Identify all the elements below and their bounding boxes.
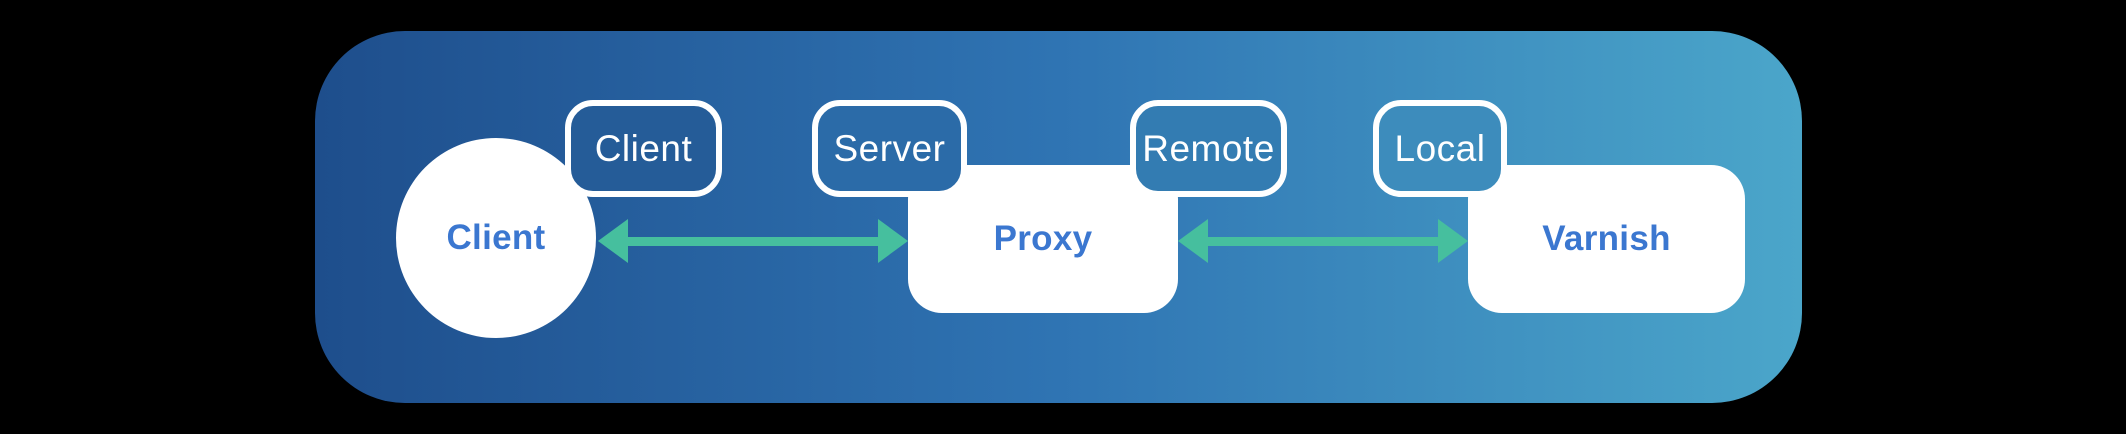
arrowhead-right-icon	[1438, 219, 1468, 263]
arrowhead-left-icon	[1178, 219, 1208, 263]
arrow-proxy-varnish	[1178, 219, 1468, 263]
badge-remote-endpoint: Remote	[1130, 100, 1287, 197]
node-client-circle: Client	[396, 138, 596, 338]
node-varnish-box: Varnish	[1468, 165, 1745, 313]
badge-local-endpoint: Local	[1373, 100, 1507, 197]
node-varnish-label: Varnish	[1542, 219, 1671, 258]
node-proxy-label: Proxy	[993, 219, 1093, 258]
badge-server-label: Server	[833, 127, 946, 169]
diagram-panel: Client Proxy Varnish Client Server Remot…	[315, 31, 1802, 403]
arrowhead-left-icon	[598, 219, 628, 263]
arrow-client-proxy	[598, 219, 908, 263]
arrow-shaft	[1207, 236, 1439, 246]
badge-client-label: Client	[594, 127, 693, 169]
badge-server-endpoint: Server	[812, 100, 967, 197]
badge-remote-label: Remote	[1142, 127, 1275, 169]
node-client-label: Client	[446, 218, 546, 257]
arrowhead-right-icon	[878, 219, 908, 263]
badge-local-label: Local	[1394, 127, 1486, 169]
badge-client-endpoint: Client	[565, 100, 722, 197]
arrow-shaft	[627, 236, 879, 246]
